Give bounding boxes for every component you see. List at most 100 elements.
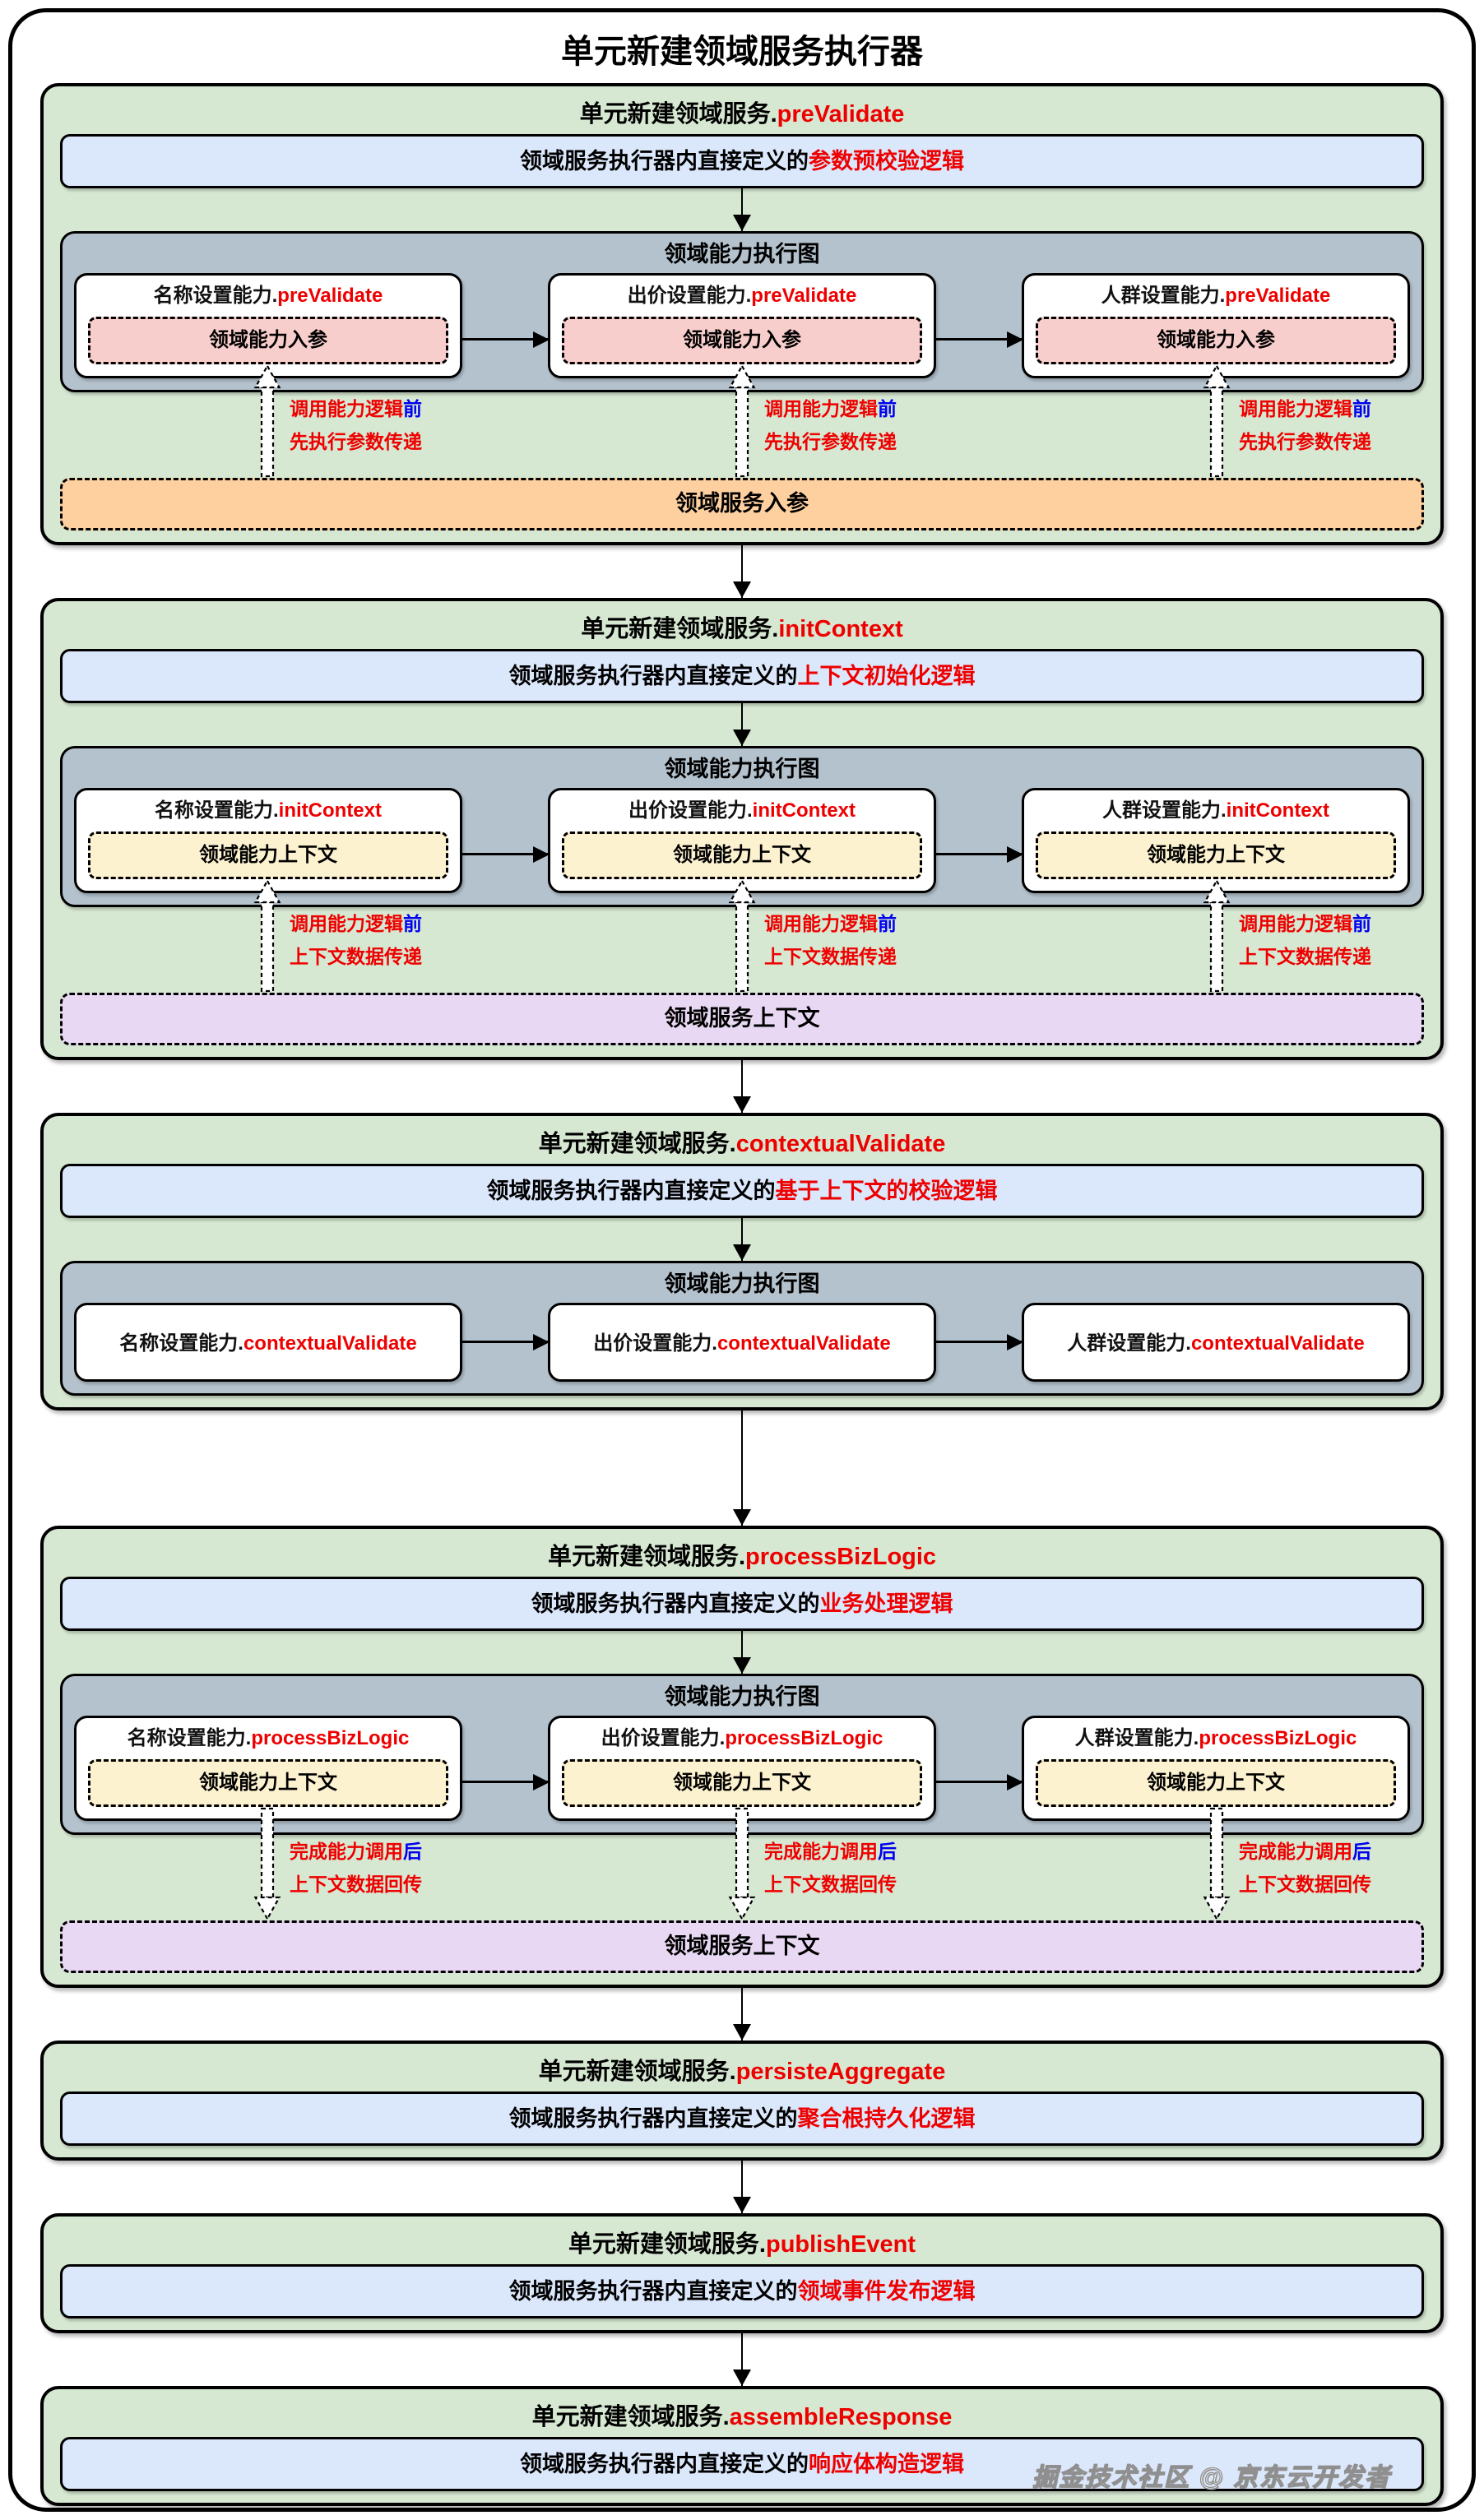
node-title-black: 名称设置能力.	[155, 799, 279, 822]
flow-label-line1-blue: 前	[1352, 398, 1371, 419]
flow-area: 调用能力逻辑前 先执行参数传递 调用能力逻辑前 先执行参数传递 调用能力逻辑前 …	[60, 364, 1424, 478]
flow-label-line1-blue: 后	[403, 1841, 423, 1862]
down-arrow-icon	[741, 2333, 743, 2386]
flow-label-line1: 调用能力逻辑前	[1239, 392, 1371, 425]
dashed-up-arrow-icon	[1203, 879, 1231, 993]
section-header: 单元新建领域服务.assembleResponse	[60, 2396, 1424, 2437]
node-title-red: preValidate	[1225, 285, 1331, 307]
capability-context-box: 领域能力上下文	[88, 1759, 448, 1807]
node-connector	[934, 1303, 1023, 1382]
right-arrow-icon	[461, 1341, 549, 1343]
desc-box: 领域服务执行器内直接定义的业务处理逻辑	[60, 1577, 1424, 1631]
node-connector	[934, 788, 1023, 893]
flow-label: 调用能力逻辑前 上下文数据传递	[1231, 879, 1371, 993]
capability-graph: 领域能力执行图 名称设置能力.processBizLogic 领域能力上下文 出…	[60, 1674, 1424, 1835]
flow-label-line2: 上下文数据回传	[1238, 1874, 1371, 1896]
dashed-down-arrow-icon	[253, 1807, 281, 1920]
capability-row: 名称设置能力.processBizLogic 领域能力上下文 出价设置能力.pr…	[74, 1716, 1410, 1821]
right-arrow-icon	[461, 338, 549, 341]
section-header: 单元新建领域服务.persisteAggregate	[60, 2050, 1424, 2092]
section-header: 单元新建领域服务.initContext	[60, 608, 1424, 649]
node-title: 人群设置能力.contextualValidate	[1067, 1323, 1364, 1361]
flow-label-line1-blue: 前	[403, 913, 423, 934]
down-arrow-icon	[741, 1631, 743, 1674]
section-connector	[40, 2333, 1444, 2386]
node-title: 名称设置能力.preValidate	[77, 276, 460, 313]
flow-label: 完成能力调用后 上下文数据回传	[756, 1807, 897, 1920]
node-title-red: processBizLogic	[1199, 1727, 1357, 1749]
flow-label-line1-blue: 前	[403, 398, 423, 419]
right-arrow-icon	[934, 1341, 1023, 1343]
node-connector	[934, 273, 1023, 378]
section-initcontext: 单元新建领域服务.initContext 领域服务执行器内直接定义的上下文初始化…	[40, 598, 1444, 1060]
section-header-method: publishEvent	[765, 2231, 916, 2258]
flow-label-line1-red: 调用能力逻辑	[764, 398, 878, 419]
node-title-red: initContext	[752, 799, 856, 822]
section-header-service: 单元新建领域服务.	[547, 1544, 745, 1570]
flow-label-line1-red: 完成能力调用	[290, 1841, 404, 1862]
capability-graph: 领域能力执行图 名称设置能力.contextualValidate 出价设置能力…	[60, 1261, 1424, 1396]
flow-label: 调用能力逻辑前 上下文数据传递	[281, 879, 422, 993]
section-header-method: processBizLogic	[745, 1544, 937, 1570]
node-title-black: 出价设置能力.	[601, 1727, 726, 1749]
section-connector	[40, 2161, 1444, 2213]
flow-label-line2: 上下文数据传递	[1238, 946, 1371, 968]
node-title-red: preValidate	[751, 285, 857, 307]
flow-label-line1: 调用能力逻辑前	[290, 392, 422, 425]
right-arrow-icon	[934, 853, 1023, 856]
flow-label-line2: 先执行参数传递	[764, 431, 897, 453]
section-header: 单元新建领域服务.contextualValidate	[60, 1123, 1424, 1164]
capability-node-audience: 人群设置能力.contextualValidate	[1022, 1303, 1410, 1382]
flow-group: 调用能力逻辑前 上下文数据传递	[253, 879, 422, 993]
down-arrow-icon	[741, 1218, 743, 1261]
desc-black: 领域服务执行器内直接定义的	[531, 1591, 820, 1616]
desc-to-graph-arrow	[60, 1631, 1424, 1674]
node-title-red: initContext	[278, 799, 382, 822]
desc-red: 业务处理逻辑	[819, 1591, 953, 1616]
graph-title: 领域能力执行图	[664, 242, 820, 266]
node-title-black: 人群设置能力.	[1074, 1727, 1199, 1749]
flow-label: 完成能力调用后 上下文数据回传	[281, 1807, 422, 1920]
flow-group: 调用能力逻辑前 先执行参数传递	[253, 364, 422, 478]
flow-label: 完成能力调用后 上下文数据回传	[1231, 1807, 1371, 1920]
flow-label: 调用能力逻辑前 上下文数据传递	[756, 879, 897, 993]
node-title-red: processBizLogic	[251, 1727, 410, 1749]
desc-red: 参数预校验逻辑	[809, 149, 964, 174]
node-title-black: 名称设置能力.	[153, 285, 278, 307]
flow-area: 调用能力逻辑前 上下文数据传递 调用能力逻辑前 上下文数据传递 调用能力逻辑前 …	[60, 879, 1424, 993]
capability-input-box: 领域能力入参	[88, 317, 448, 364]
down-arrow-icon	[741, 1411, 743, 1526]
flow-label-line1-blue: 前	[878, 913, 897, 934]
node-connector	[461, 273, 549, 378]
capability-node-audience: 人群设置能力.preValidate 领域能力入参	[1022, 273, 1410, 378]
node-title: 人群设置能力.processBizLogic	[1024, 1718, 1407, 1756]
node-connector	[461, 788, 549, 893]
desc-red: 响应体构造逻辑	[809, 2452, 964, 2476]
section-header-method: assembleResponse	[729, 2404, 953, 2430]
dashed-up-arrow-icon	[1203, 364, 1231, 478]
section-header-service: 单元新建领域服务.	[581, 616, 779, 642]
capability-context-box: 领域能力上下文	[562, 832, 922, 879]
capability-input-box: 领域能力入参	[562, 317, 922, 364]
flow-label-line1: 完成能力调用后	[1239, 1835, 1371, 1868]
desc-black: 领域服务执行器内直接定义的	[508, 2106, 798, 2131]
node-title-black: 出价设置能力.	[628, 799, 753, 822]
capability-node-bid: 出价设置能力.contextualValidate	[548, 1303, 936, 1382]
flow-label-line1: 完成能力调用后	[290, 1835, 422, 1868]
capability-row: 名称设置能力.contextualValidate 出价设置能力.context…	[74, 1303, 1410, 1382]
flow-label-line1: 完成能力调用后	[764, 1835, 897, 1868]
capability-node-name: 名称设置能力.preValidate 领域能力入参	[74, 273, 462, 378]
node-connector	[461, 1303, 549, 1382]
flow-group: 调用能力逻辑前 先执行参数传递	[1203, 364, 1371, 478]
page-title: 单元新建领域服务执行器	[561, 34, 923, 70]
flow-label-line1-blue: 后	[878, 1841, 897, 1862]
flow-label-line1: 调用能力逻辑前	[290, 907, 422, 940]
capability-row: 名称设置能力.initContext 领域能力上下文 出价设置能力.initCo…	[74, 788, 1410, 893]
service-input-bus: 领域服务入参	[60, 478, 1424, 530]
section-connector	[40, 545, 1444, 598]
section-header-service: 单元新建领域服务.	[538, 2059, 736, 2085]
node-title: 出价设置能力.preValidate	[550, 276, 934, 313]
capability-context-box: 领域能力上下文	[1036, 832, 1396, 879]
capability-input-box: 领域能力入参	[1036, 317, 1396, 364]
capability-row: 名称设置能力.preValidate 领域能力入参 出价设置能力.preVali…	[74, 273, 1410, 378]
